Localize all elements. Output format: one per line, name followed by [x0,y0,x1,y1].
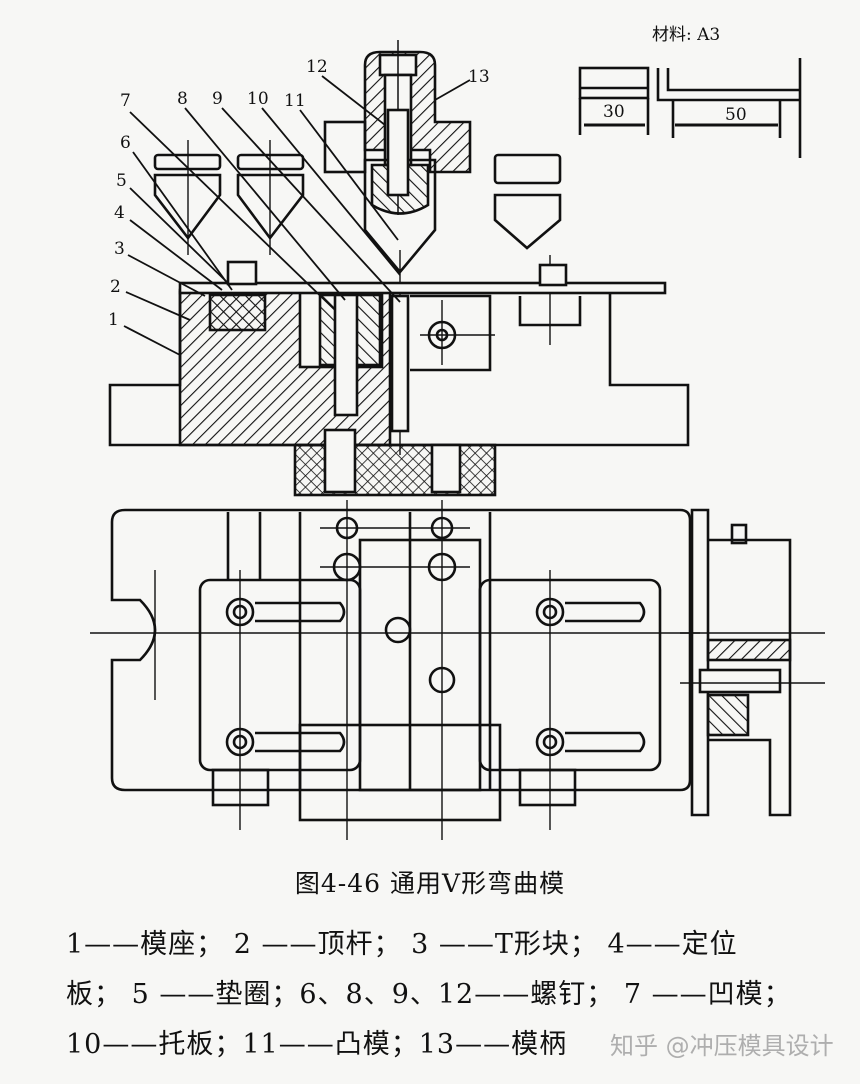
plan-view [90,500,700,840]
part-label-12: 12 [306,57,328,77]
part-label-4: 4 [114,203,125,223]
part-label-8: 8 [177,89,188,109]
side-view [680,508,825,817]
punch [363,108,437,275]
leader-lines [123,75,471,356]
dimension-50: 50 [725,105,747,125]
part-label-10: 10 [247,89,269,109]
part-label-1: 1 [108,310,119,330]
watermark: 知乎 @冲压模具设计 [610,1032,834,1060]
die-base-front [108,260,690,447]
part-label-11: 11 [284,91,306,111]
figure-caption: 图4-46 通用V形弯曲模 [294,869,566,898]
legend-line-2: 板； 5 ——垫圈；6、8、9、12——螺钉； 7 ——凹模； [66,979,792,1010]
part-label-9: 9 [212,89,223,109]
dimension-30: 30 [603,102,625,122]
part-label-7: 7 [120,91,131,111]
press-bed [293,428,497,497]
part-label-3: 3 [114,239,125,259]
legend-line-3: 10——托板；11——凸模；13——模柄 [66,1029,568,1060]
part-labels: 12 13 7 8 9 10 11 6 5 4 3 2 1 材料: A3 30 … [108,25,747,330]
part-label-5: 5 [116,171,127,191]
legend-line-1: 1——模座； 2 ——顶杆； 3 ——T形块； 4——定位 [66,929,738,960]
v-bending-die-drawing: 12 13 7 8 9 10 11 6 5 4 3 2 1 材料: A3 30 … [90,25,825,840]
material-label: 材料: A3 [652,25,720,45]
part-label-2: 2 [110,277,121,297]
part-sketch [578,58,802,158]
part-label-6: 6 [120,133,131,153]
part-label-13: 13 [468,67,490,87]
v-die-left [153,153,562,250]
